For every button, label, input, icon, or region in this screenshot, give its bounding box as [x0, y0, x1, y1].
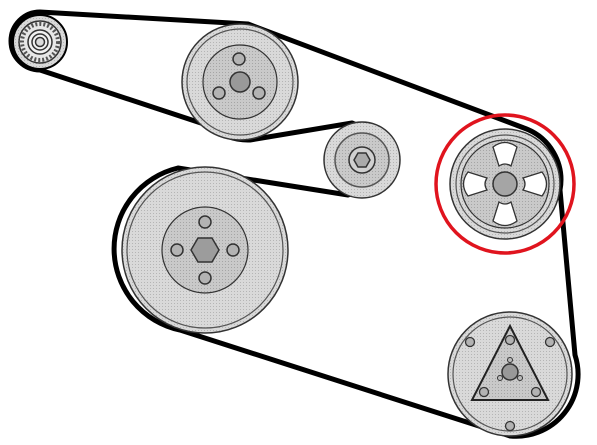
bolt	[504, 334, 516, 346]
bolt	[478, 386, 490, 398]
bolt	[198, 271, 212, 285]
bolt	[252, 86, 266, 100]
four-window-pulley	[449, 128, 561, 240]
hex-bolt-icon	[353, 152, 371, 168]
hex-tensioner-pulley	[323, 121, 401, 199]
bolt	[530, 386, 542, 398]
window	[492, 141, 518, 168]
bolt	[198, 215, 212, 229]
crankshaft-pulley	[121, 166, 289, 334]
hex-bolt-icon	[190, 237, 220, 263]
top-three-bolt-pulley	[181, 23, 299, 141]
window	[492, 200, 518, 227]
bolt	[212, 86, 226, 100]
triangle-pulley	[447, 311, 573, 437]
bolt	[232, 52, 246, 66]
window	[462, 171, 489, 197]
window	[521, 171, 548, 197]
bolt	[504, 420, 516, 432]
bolt	[464, 336, 476, 348]
bolt	[544, 336, 556, 348]
idler-bearing-pulley	[12, 14, 68, 70]
bolt	[226, 243, 240, 257]
bolt	[170, 243, 184, 257]
highlight-circle	[434, 113, 576, 255]
